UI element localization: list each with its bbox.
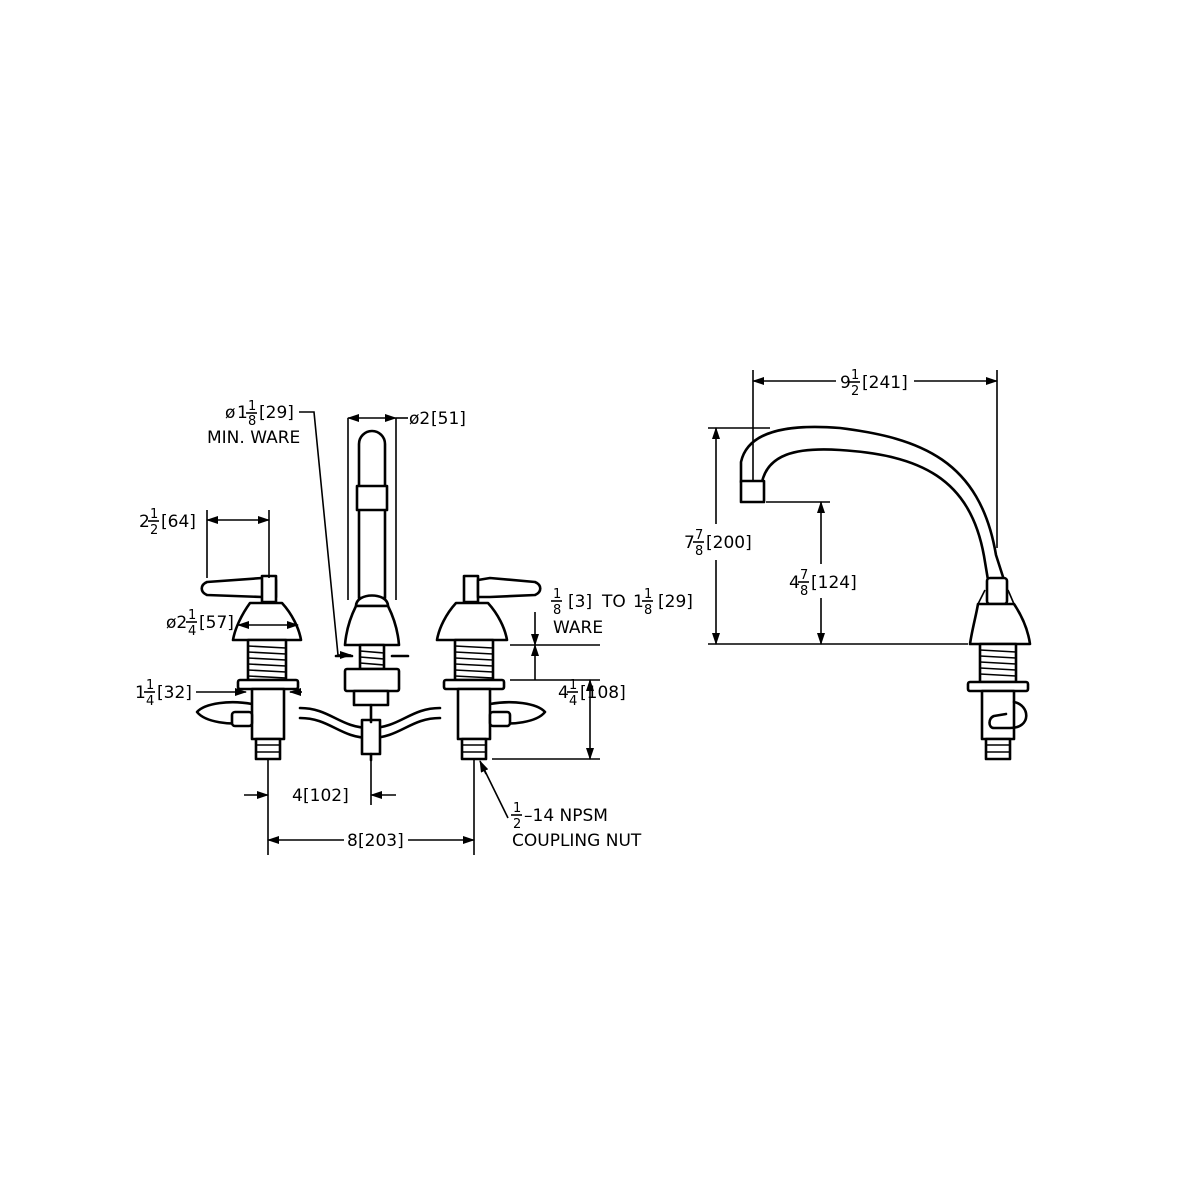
side-view: 9 1 2 [241] 7 7 8 [200] 4 7 8 [1: [684, 368, 1032, 761]
spout-diameter-prefix: ø2: [409, 409, 430, 429]
ware-max-num: 1: [644, 587, 652, 602]
overall-height-mm: [200]: [706, 533, 752, 553]
spout-clearance-num: 7: [800, 568, 808, 583]
dim-spout-diameter: ø2 [51]: [347, 409, 466, 600]
callout-coupling-nut: 1 2 –14 NPSM COUPLING NUT: [479, 760, 642, 851]
center-offset-value: 4: [292, 786, 303, 806]
body-diameter-prefix: ø2: [166, 613, 187, 633]
side-shank: [966, 642, 1030, 761]
handle-length-whole: 2: [139, 512, 150, 532]
spout-clearance-whole: 4: [789, 573, 800, 593]
ware-max-den: 8: [644, 603, 652, 618]
coupling-den: 2: [513, 817, 521, 832]
dim-center-spread: 8 [203]: [267, 759, 475, 855]
spout-reach-den: 2: [851, 384, 859, 399]
center-offset-mm: [102]: [303, 786, 349, 806]
center-spout: [334, 429, 410, 724]
dim-mount-hole: ø 1 1 8 [29] MIN. WARE: [207, 399, 352, 659]
body-diameter-num: 1: [188, 608, 196, 623]
handle-length-mm: [64]: [161, 512, 196, 532]
dim-center-offset: 4 [102]: [244, 759, 396, 855]
ware-min-mm: [3]: [568, 592, 592, 612]
dim-shank-thread: 1 1 4 [32]: [135, 678, 302, 709]
front-view: ø2 [51] ø 1 1 8 [29] MIN. WARE 2 1 2 [64…: [135, 399, 693, 855]
overall-height-num: 7: [695, 528, 703, 543]
shank-height-whole: 4: [558, 683, 569, 703]
dim-spout-reach: 9 1 2 [241]: [752, 368, 998, 548]
mount-hole-den: 8: [248, 414, 256, 429]
shank-height-num: 1: [569, 678, 577, 693]
ware-max-mm: [29]: [658, 592, 693, 612]
dim-shank-height: 4 1 4 [108]: [492, 678, 626, 760]
dim-handle-length: 2 1 2 [64]: [139, 507, 270, 578]
spout-reach-whole: 9: [840, 373, 851, 393]
overall-height-whole: 7: [684, 533, 695, 553]
tee-fitting: [360, 718, 382, 762]
handle-length-den: 2: [150, 523, 158, 538]
side-spout: [739, 425, 1032, 646]
coupling-spec: –14 NPSM: [524, 806, 608, 826]
left-valve: [200, 574, 303, 761]
mount-hole-num: 1: [248, 399, 256, 414]
spout-reach-mm: [241]: [862, 373, 908, 393]
shank-height-den: 4: [569, 694, 577, 709]
center-spread-mm: [203]: [358, 831, 404, 851]
spout-diameter-mm: [51]: [431, 409, 466, 429]
dim-body-diameter: ø2 1 4 [57]: [166, 608, 299, 639]
coupling-num: 1: [513, 801, 521, 816]
ware-min-den: 8: [553, 603, 561, 618]
shank-thread-whole: 1: [135, 683, 146, 703]
shank-height-mm: [108]: [580, 683, 626, 703]
right-thread-lines: [454, 645, 494, 679]
coupling-line2: COUPLING NUT: [512, 831, 642, 851]
shank-thread-num: 1: [146, 678, 154, 693]
dim-ware-thickness: 1 8 [3] TO 1 1 8 [29] WARE: [510, 587, 693, 681]
shank-thread-den: 4: [146, 694, 154, 709]
spout-clearance-mm: [124]: [811, 573, 857, 593]
mount-hole-mm: [29]: [259, 403, 294, 423]
ware-label: WARE: [553, 618, 603, 638]
mount-hole-note: MIN. WARE: [207, 428, 300, 448]
ware-to: TO: [601, 592, 626, 612]
mount-hole-symbol: ø: [225, 403, 235, 423]
body-diameter-mm: [57]: [199, 613, 234, 633]
shank-thread-mm: [32]: [157, 683, 192, 703]
ware-max-whole: 1: [633, 592, 644, 612]
right-valve: [435, 574, 542, 761]
overall-height-den: 8: [695, 544, 703, 559]
handle-length-num: 1: [150, 507, 158, 522]
spout-reach-num: 1: [851, 368, 859, 383]
dim-spout-clearance: 4 7 8 [124]: [766, 501, 857, 645]
body-diameter-den: 4: [188, 624, 196, 639]
center-spread-value: 8: [347, 831, 358, 851]
ware-min-num: 1: [553, 587, 561, 602]
dim-overall-height: 7 7 8 [200]: [684, 427, 968, 645]
spout-clearance-den: 8: [800, 584, 808, 599]
mount-hole-whole: 1: [237, 403, 248, 423]
left-thread-lines: [247, 645, 287, 679]
